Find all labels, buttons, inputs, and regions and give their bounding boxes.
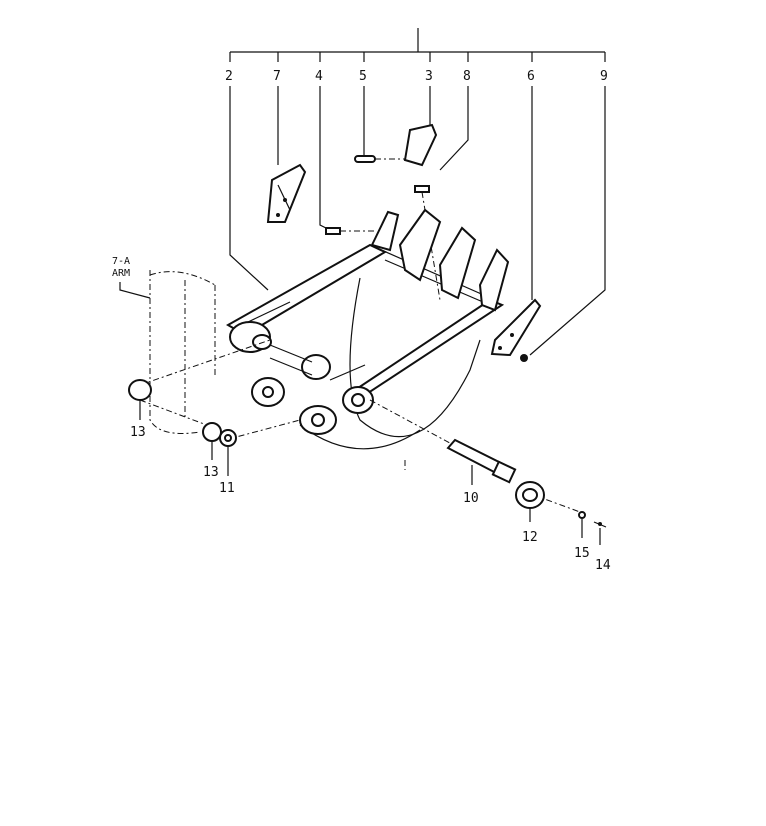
washer-15: [578, 511, 586, 519]
callout-12: 12: [522, 530, 538, 545]
bucket-body: [225, 208, 510, 450]
callout-8: 8: [463, 69, 471, 84]
callout-7: 7: [273, 69, 281, 84]
snap-ring-13-left: [128, 379, 152, 401]
callout-13-center: 13: [203, 465, 219, 480]
bolt-4: [325, 227, 375, 235]
callout-9: 9: [600, 69, 608, 84]
arm-reference: 7-A ARM: [112, 256, 216, 434]
callout-10: 10: [463, 491, 479, 506]
callout-11: 11: [219, 481, 235, 496]
callout-3: 3: [425, 69, 433, 84]
bolt-14: [593, 521, 607, 528]
tooth-3: [403, 123, 438, 167]
pin-5: [354, 155, 405, 163]
arm-ref-line1: 7-A: [112, 256, 130, 267]
callout-5: 5: [359, 69, 367, 84]
snap-ring-13: [202, 422, 222, 442]
callout-14: 14: [595, 558, 611, 573]
callout-4: 4: [315, 69, 323, 84]
callout-bracket: [229, 28, 606, 62]
nut-9: [520, 354, 528, 362]
callout-6: 6: [527, 69, 535, 84]
callout-15: 15: [574, 546, 590, 561]
arm-ref-line2: ARM: [112, 268, 130, 279]
callout-13-left: 13: [130, 425, 146, 440]
pin-10: [446, 438, 517, 484]
side-cutter-left: [266, 163, 307, 223]
callout-2: 2: [225, 69, 233, 84]
collar-12: [515, 481, 545, 509]
side-cutter-right: [490, 298, 542, 357]
